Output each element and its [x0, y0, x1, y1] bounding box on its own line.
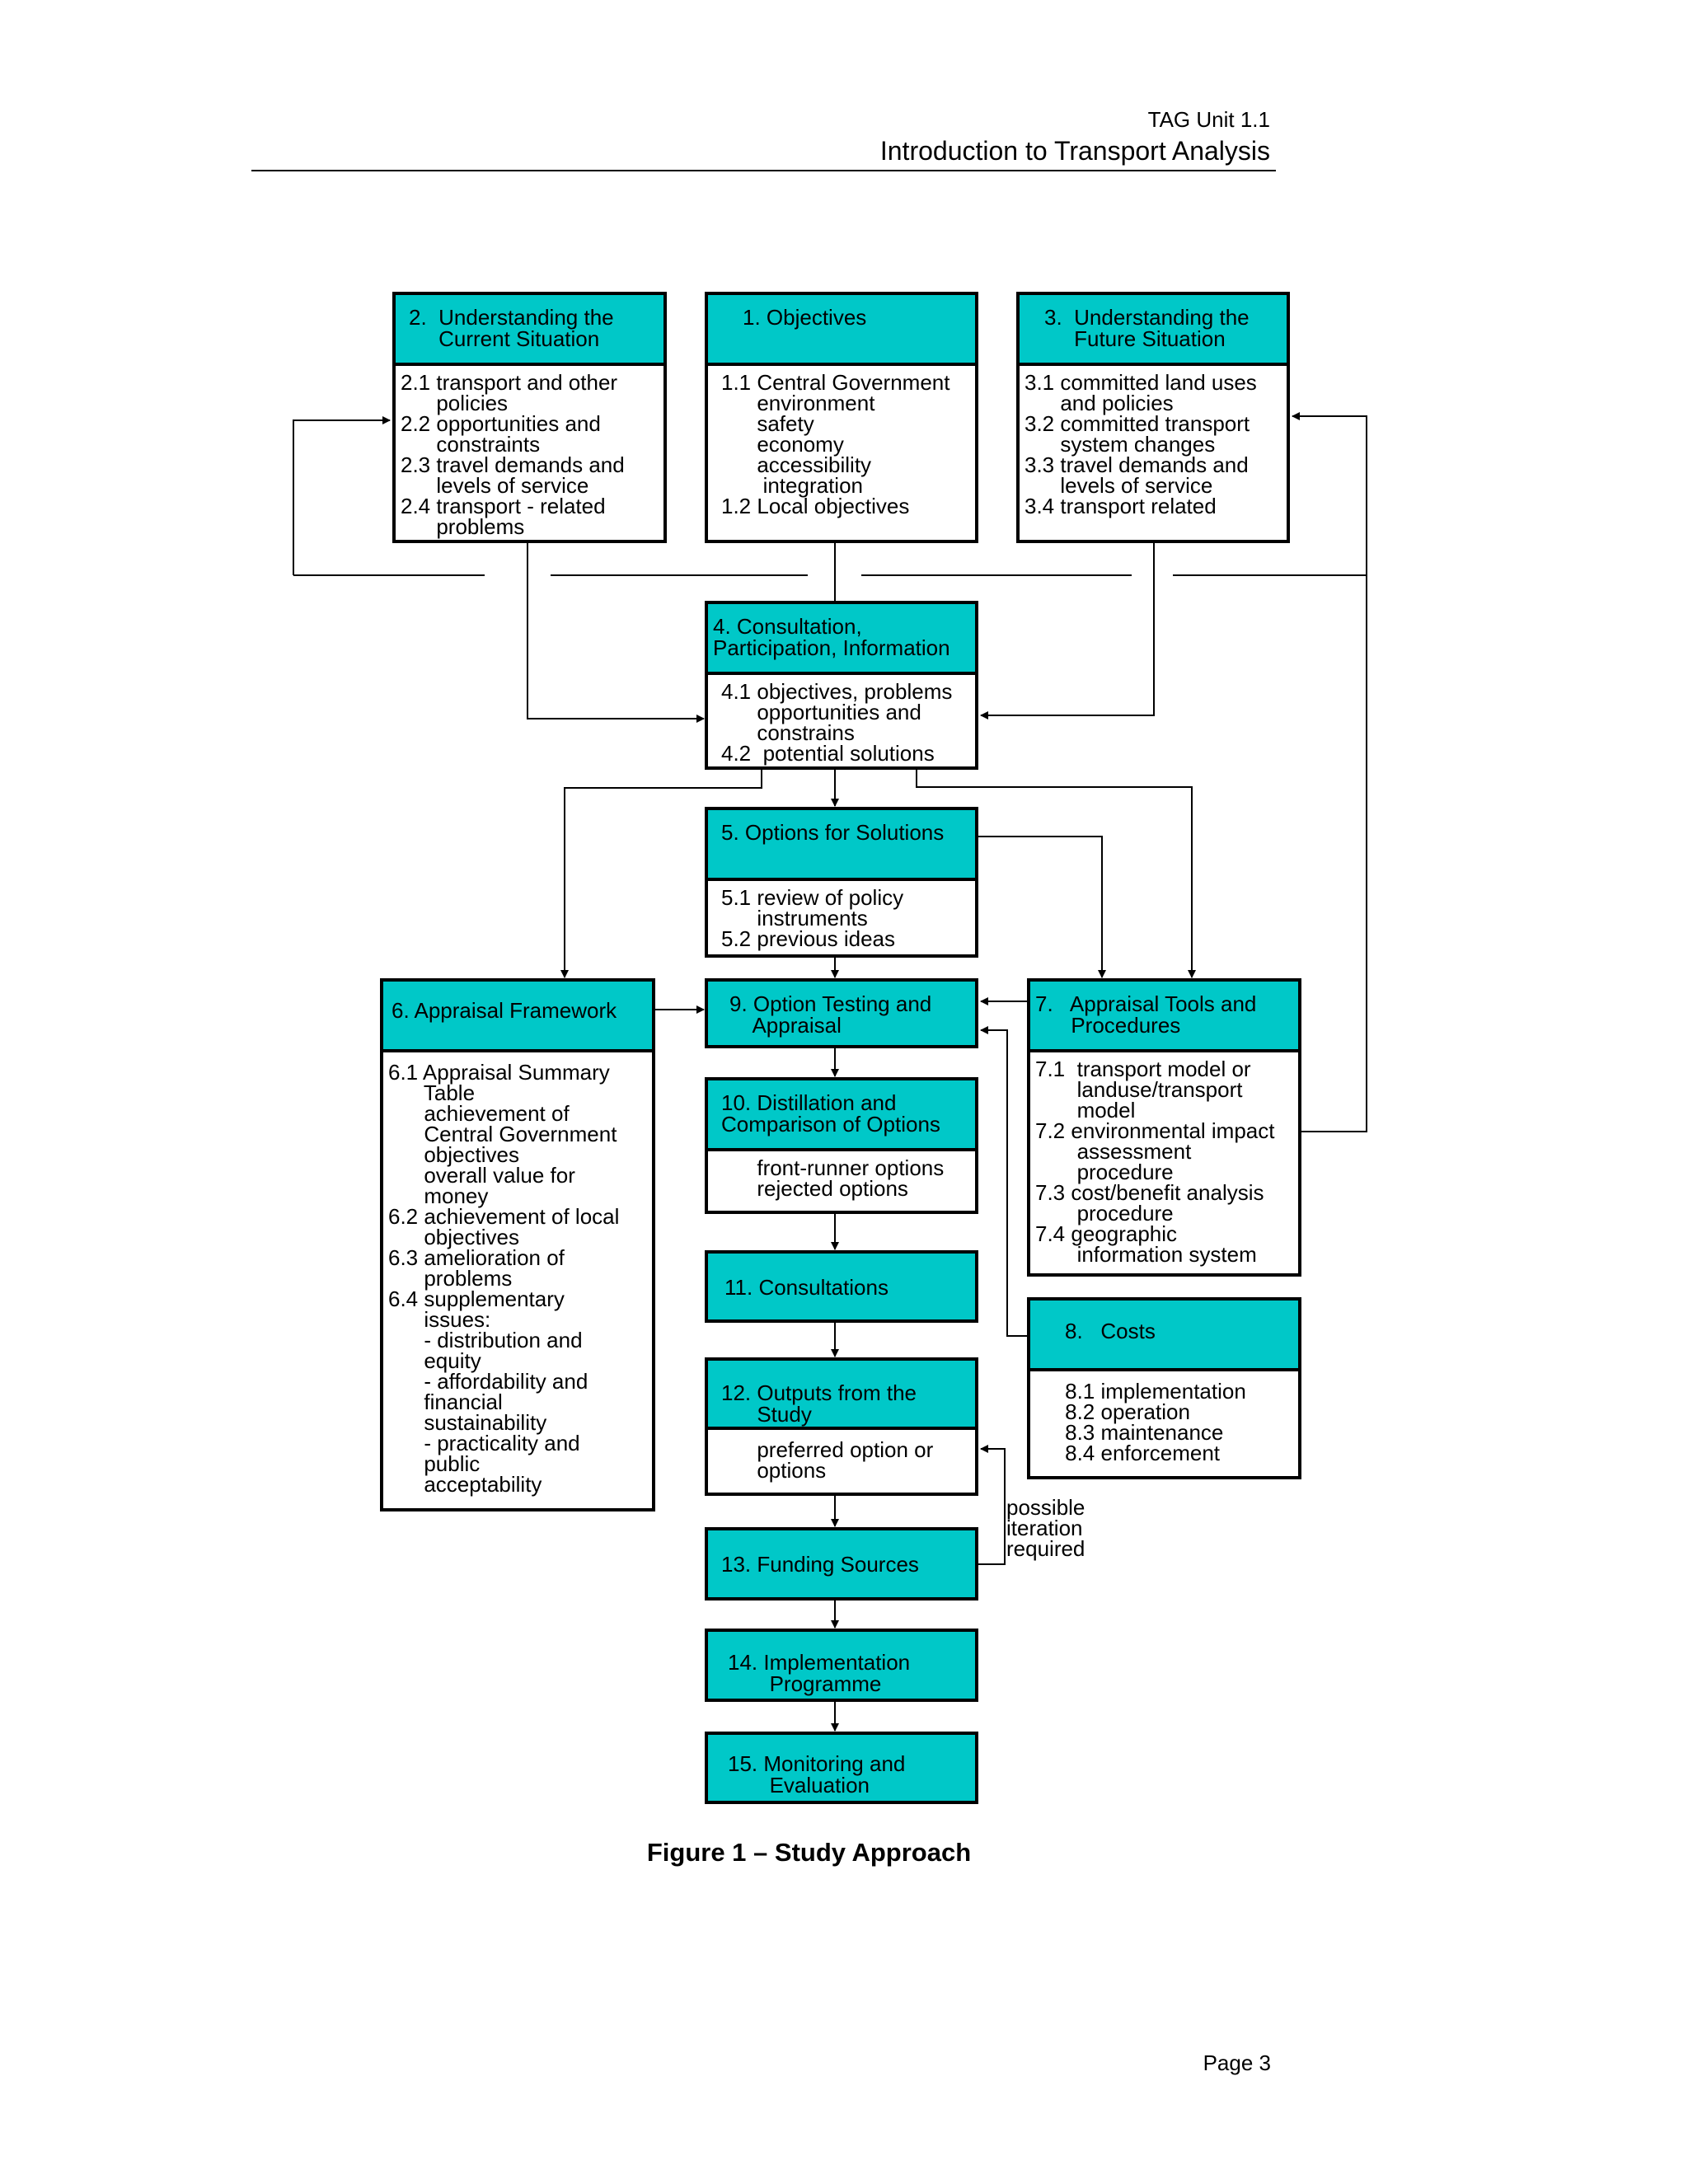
arrow-iteration: [978, 1445, 1006, 1565]
box-current-situation-title: 2. Understanding the Current Situation: [396, 295, 663, 366]
header-rule: [251, 170, 1276, 171]
box-future-situation: 3. Understanding the Future Situation 3.…: [1016, 292, 1290, 543]
box-appraisal-framework-items: 6.1 Appraisal Summary Table achievement …: [388, 1060, 620, 1497]
box-outputs-title: 12. Outputs from the Study: [708, 1361, 975, 1430]
box-appraisal-tools-title: 7. Appraisal Tools and Procedures: [1030, 982, 1298, 1052]
iteration-note: possible iteration required: [1006, 1495, 1085, 1561]
box-objectives: 1. Objectives 1.1 Central Government env…: [705, 292, 978, 543]
page-number: Page 3: [1203, 2050, 1271, 2075]
figure-caption: Figure 1 – Study Approach: [646, 1838, 972, 1867]
box-consultations: 11. Consultations: [705, 1250, 978, 1323]
box-objectives-title: 1. Objectives: [708, 295, 975, 366]
box-options-for-solutions: 5. Options for Solutions 5.1 review of p…: [705, 807, 978, 958]
box-costs-title: 8. Costs: [1030, 1301, 1298, 1371]
loop-right: [1292, 412, 1367, 1132]
box-monitoring-title: 15. Monitoring and Evaluation: [708, 1735, 975, 1796]
box-distillation-items: front-runner options rejected options: [757, 1155, 945, 1201]
box-monitoring: 15. Monitoring and Evaluation: [705, 1732, 978, 1804]
box-costs: 8. Costs 8.1 implementation 8.2 operatio…: [1027, 1297, 1301, 1479]
box-distillation-title: 10. Distillation and Comparison of Optio…: [708, 1080, 975, 1151]
box-options-title: 5. Options for Solutions: [708, 810, 975, 881]
loop-left: [293, 416, 391, 575]
arrow-8-9: [980, 1026, 1029, 1337]
box-consultation-items: 4.1 objectives, problems opportunities a…: [721, 679, 953, 766]
box-appraisal-tools-items: 7.1 transport model or landuse/transport…: [1035, 1057, 1275, 1267]
box-current-situation-items: 2.1 transport and other policies 2.2 opp…: [401, 370, 625, 539]
box-consultation-title: 4. Consultation, Participation, Informat…: [708, 604, 975, 675]
document-title: Introduction to Transport Analysis: [879, 136, 1270, 166]
box-future-situation-items: 3.1 committed land uses and policies 3.2…: [1025, 370, 1257, 518]
box-option-testing-title: 9. Option Testing and Appraisal: [708, 982, 975, 1036]
box-options-items: 5.1 review of policy instruments 5.2 pre…: [721, 885, 904, 951]
arrow-4-6: [560, 768, 762, 978]
box-funding-sources: 13. Funding Sources: [705, 1527, 978, 1601]
arrow-3-4: [980, 542, 1155, 719]
box-distillation: 10. Distillation and Comparison of Optio…: [705, 1077, 978, 1214]
box-objectives-items: 1.1 Central Government environment safet…: [721, 370, 950, 518]
box-appraisal-framework: 6. Appraisal Framework 6.1 Appraisal Sum…: [380, 978, 655, 1511]
box-consultation: 4. Consultation, Participation, Informat…: [705, 601, 978, 770]
arrow-2-4: [527, 542, 705, 723]
box-consultations-title: 11. Consultations: [708, 1254, 975, 1298]
arrow-5-7: [978, 836, 1106, 978]
box-funding-title: 13. Funding Sources: [708, 1530, 975, 1575]
box-appraisal-tools: 7. Appraisal Tools and Procedures 7.1 tr…: [1027, 978, 1301, 1277]
box-implementation-title: 14. Implementation Programme: [708, 1632, 975, 1694]
unit-label: TAG Unit 1.1: [1147, 107, 1270, 132]
box-outputs: 12. Outputs from the Study preferred opt…: [705, 1357, 978, 1496]
box-implementation: 14. Implementation Programme: [705, 1629, 978, 1702]
box-future-situation-title: 3. Understanding the Future Situation: [1020, 295, 1287, 366]
box-outputs-items: preferred option or options: [757, 1437, 934, 1483]
box-costs-items: 8.1 implementation 8.2 operation 8.3 mai…: [1065, 1379, 1246, 1465]
box-option-testing: 9. Option Testing and Appraisal: [705, 978, 978, 1048]
box-appraisal-framework-title: 6. Appraisal Framework: [383, 982, 652, 1052]
arrow-4-7: [916, 768, 1196, 978]
box-current-situation: 2. Understanding the Current Situation 2…: [392, 292, 667, 543]
